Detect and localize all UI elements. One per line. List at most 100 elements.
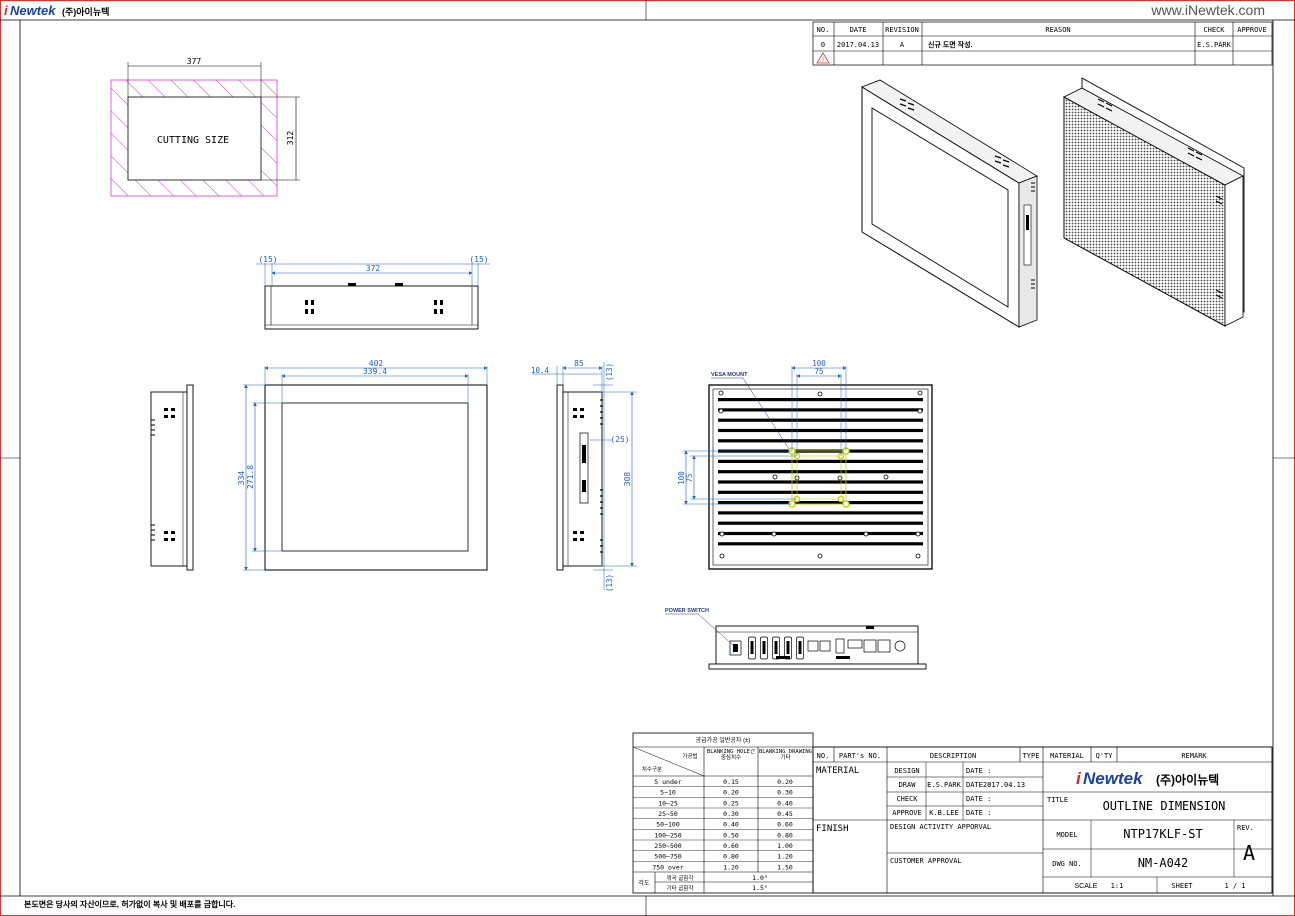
power-switch-label: POWER SWITCH <box>665 608 709 614</box>
isometric-front-view <box>861 79 1038 328</box>
top-dim-mid: 372 <box>366 264 381 273</box>
tolerance-col1-header: BLANKING HOLE간 중심치수 <box>706 749 756 761</box>
tolerance-corner-top: 가공법 <box>682 752 697 760</box>
logo-i: i <box>4 3 8 18</box>
front-view: 402 339.4 334 271.8 <box>237 359 488 571</box>
rev-row-reason: 신규 도면 작성. <box>928 40 973 49</box>
serial-ports <box>748 636 804 660</box>
tolerance-cell: 5 under <box>654 778 681 786</box>
tolerance-cell: 0.20 <box>777 778 793 786</box>
rear-vent-slots <box>718 398 923 546</box>
tolerance-cell: 0.30 <box>777 789 793 797</box>
tb-header-qty: Q'TY <box>1096 752 1114 760</box>
tb-header-type: TYPE <box>1023 752 1040 760</box>
tolerance-angle-label: 각도 <box>638 880 650 887</box>
tolerance-col2-header: BLANKING DRAWING 기타 <box>759 749 812 761</box>
tolerance-cell: 0.50 <box>723 831 739 839</box>
tb-rev: A <box>1243 841 1255 865</box>
tolerance-cell: 0.60 <box>723 842 739 850</box>
company-logo-top: i Newtek (주)아이뉴텍 <box>4 3 109 18</box>
website-url: www.iNewtek.com <box>1150 2 1265 18</box>
left-side-view <box>150 384 194 571</box>
vesa-width-100: 100 <box>812 359 826 368</box>
tolerance-cell: 0.25 <box>723 799 739 807</box>
top-dim-right: (15) <box>469 255 488 264</box>
tolerance-table: 공급가공 일반공차 (±) 가공법 치수구분 BLANKING HOLE간 중심… <box>632 732 814 894</box>
tolerance-cell: 0.40 <box>777 799 793 807</box>
rev-header-no: NO. <box>817 26 830 34</box>
tb-customer-approval: CUSTOMER APPROVAL <box>890 857 962 865</box>
side-dim-25: (25) <box>610 435 629 444</box>
side-dim-w2: 85 <box>574 359 584 368</box>
cutting-height-dim: 312 <box>286 131 295 146</box>
tolerance-cell: 750 over <box>652 863 683 871</box>
svg-text:!: ! <box>821 57 825 64</box>
tolerance-cell: 100~250 <box>654 831 681 839</box>
cutting-width-dim: 377 <box>187 57 202 66</box>
side-dim-13-bottom: (13) <box>605 574 614 592</box>
tb-logo-text: Newtek <box>1083 769 1144 788</box>
top-dim-left: (15) <box>258 255 277 264</box>
vesa-mount-label: VESA MOUNT <box>711 372 748 378</box>
tolerance-cell: 1.20 <box>777 853 793 861</box>
tolerance-cell: 250~500 <box>654 842 681 850</box>
tb-header-no: NO. <box>817 752 830 760</box>
top-view: (15) 372 (15) <box>256 255 490 330</box>
tolerance-cell: 10~25 <box>658 799 678 807</box>
tolerance-cell: 1.50 <box>777 863 793 871</box>
tb-header-material: MATERIAL <box>1050 752 1084 760</box>
tb-date-label-4: DATE : <box>966 809 991 817</box>
tolerance-cell: 1.00 <box>777 842 793 850</box>
tolerance-cell: 1.20 <box>723 863 739 871</box>
tb-header-part: PART's NO. <box>839 752 881 760</box>
tb-logo-i: i <box>1076 769 1082 788</box>
tolerance-cell: 50~100 <box>656 821 680 829</box>
tolerance-angle-row2-value: 1.5° <box>752 884 768 892</box>
title-block: NO. PART's NO. DESCRIPTION TYPE MATERIAL… <box>812 746 1273 894</box>
rev-header-approve: APPROVE <box>1237 26 1267 34</box>
front-outer-width: 402 <box>369 359 384 368</box>
tb-dwg-label: DWG NO. <box>1052 860 1082 868</box>
tolerance-cell: 0.80 <box>777 831 793 839</box>
logo-text: Newtek <box>10 3 56 18</box>
tolerance-cell: 0.45 <box>777 810 793 818</box>
rev-row-date: 2017.04.13 <box>837 41 879 49</box>
rev-header-revision: REVISION <box>885 26 919 34</box>
tb-sheet: 1 / 1 <box>1224 882 1245 890</box>
tb-title-label: TITLE <box>1047 796 1068 804</box>
vesa-height-75: 75 <box>685 473 694 482</box>
tb-date-label-3: DATE : <box>966 795 991 803</box>
tolerance-angle-row1-label: 꺾곡 굽힘각 <box>667 874 694 882</box>
rev-row-check: E.S.PARK <box>1197 41 1232 49</box>
front-inner-width: 339.4 <box>363 367 387 376</box>
front-outer-height: 334 <box>237 471 246 486</box>
tb-approve-label: APPROVE <box>892 809 922 817</box>
tb-header-desc: DESCRIPTION <box>930 752 976 760</box>
tb-scale: 1:1 <box>1111 882 1124 890</box>
rev-row-revision: A <box>900 41 905 49</box>
cutting-size-view: CUTTING SIZE 377 312 <box>110 57 300 197</box>
tolerance-cell: 0.15 <box>723 778 739 786</box>
rev-row-no: 0 <box>821 41 825 49</box>
side-dim-height: 308 <box>623 472 632 487</box>
tb-header-remark: REMARK <box>1181 752 1207 760</box>
tolerance-angle-row2-label: 기타 굽힘각 <box>667 884 694 892</box>
rev-header-date: DATE <box>850 26 867 34</box>
tolerance-cell: 0.40 <box>723 821 739 829</box>
isometric-rear-view <box>1063 77 1245 327</box>
vesa-width-75: 75 <box>814 367 823 376</box>
side-dim-w1: 10.4 <box>531 366 550 375</box>
right-side-view: 10.4 85 308 (13) (25) (13) <box>531 359 637 592</box>
tb-draw-label: DRAW <box>899 781 917 789</box>
tolerance-col1-header-box: BLANKING HOLE간 중심치수 <box>706 749 756 761</box>
tb-model: NTP17KLF-ST <box>1123 827 1202 841</box>
footer-copyright-note: 본도면은 당사의 자산이므로, 허가없이 복사 및 배포를 금합니다. <box>24 899 235 909</box>
tolerance-cell: 25~50 <box>658 810 678 818</box>
tb-design-label: DESIGN <box>894 767 919 775</box>
vesa-height-100: 100 <box>677 471 686 485</box>
rev-header-reason: REASON <box>1045 26 1070 34</box>
side-dim-13-top: (13) <box>605 363 614 381</box>
